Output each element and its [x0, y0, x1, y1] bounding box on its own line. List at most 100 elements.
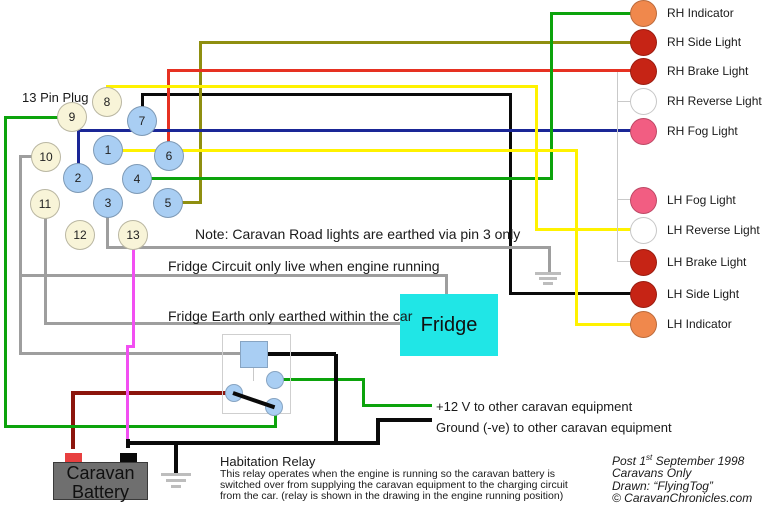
wire-pin6-to-rh-brake: [167, 69, 634, 72]
plug-pin-3: 3: [93, 188, 123, 218]
lamp-label-lh-brake-light: LH Brake Light: [667, 255, 747, 269]
wire-pin2-up: [77, 129, 80, 179]
lamp-label-rh-brake-light: RH Brake Light: [667, 64, 749, 78]
battery-label-line1: Caravan: [66, 463, 135, 483]
wire-relay-contact-up: [274, 406, 277, 428]
plug-pin-8: 8: [92, 87, 122, 117]
caravan-battery: Caravan Battery: [53, 462, 148, 502]
lamp-lh-fog-light: [630, 187, 657, 214]
credits-date: Post 1st September 1998: [612, 453, 745, 468]
wire-pin5-to-rh-side: [199, 41, 634, 44]
wire-pin11-down: [44, 204, 47, 325]
wire-battery-positive-up: [71, 391, 75, 449]
relay-desc-line2: switched over from supplying the caravan…: [220, 479, 568, 491]
wire-pin13-down2: [126, 345, 129, 445]
wire-pin7-black-to-lh-side: [509, 292, 634, 295]
wire-pin8-down: [535, 85, 538, 231]
wire-pin10-down: [19, 155, 22, 355]
plug-pin-10: 10: [31, 142, 61, 172]
wire-pin4-run: [137, 177, 553, 180]
lamp-rh-reverse-light: [630, 88, 657, 115]
plug-pin-2: 2: [63, 163, 93, 193]
wire-pin13-jog: [126, 345, 135, 348]
habitation-relay-title: Habitation Relay: [220, 454, 316, 469]
relay-internal-link: [253, 368, 254, 381]
note-fridge-circuit: Fridge Circuit only live when engine run…: [168, 258, 440, 274]
wire-pin3-earth-down: [106, 204, 109, 249]
battery-positive-terminal: [65, 453, 82, 463]
relay-desc-line1: This relay operates when the engine is r…: [220, 468, 556, 480]
wire-pin7-black-down: [509, 93, 512, 295]
note-fridge-earth: Fridge Earth only earthed within the car: [168, 308, 413, 324]
lamp-lh-brake-light: [630, 249, 657, 276]
plug-pin-4: 4: [122, 164, 152, 194]
plug-pin-6: 6: [154, 141, 184, 171]
wire-fridge-circuit: [19, 274, 448, 277]
battery-negative-terminal: [120, 453, 137, 463]
lamp-rh-indicator: [630, 0, 657, 27]
wire-pin3-earth-run: [106, 246, 550, 249]
wire-pin3-earth-drop: [548, 246, 551, 274]
wire-pin4-to-rh-indicator: [550, 12, 634, 15]
label-ground-output: Ground (-ve) to other caravan equipment: [436, 420, 672, 435]
lamp-label-rh-reverse-light: RH Reverse Light: [667, 94, 762, 108]
wire-pin13-down: [132, 235, 135, 348]
wire-pin5-up: [199, 41, 202, 204]
earth-symbol-battery-line3: [171, 485, 181, 488]
lamp-rh-fog-light: [630, 118, 657, 145]
wire-plus12-lead: [362, 404, 432, 407]
habitation-relay-desc: This relay operates when the engine is r…: [220, 469, 568, 502]
earth-symbol-battery-line2: [166, 479, 186, 482]
wire-pin9-run: [4, 425, 277, 428]
label-plus12-output: +12 V to other caravan equipment: [436, 399, 633, 414]
wire-ground-out-lead: [376, 418, 432, 422]
credits-caravans-only: Caravans Only: [612, 466, 692, 481]
wire-pin6-up: [167, 69, 170, 157]
wire-pin2-to-rh-fog: [77, 129, 634, 132]
plug-pin-12: 12: [65, 220, 95, 250]
lamp-lh-side-light: [630, 281, 657, 308]
lamp-label-lh-reverse-light: LH Reverse Light: [667, 223, 760, 237]
earth-symbol-pin3-line2: [539, 277, 557, 280]
wire-pin9-down: [4, 116, 7, 428]
battery-label-line2: Battery: [71, 482, 130, 502]
lamp-label-lh-fog-light: LH Fog Light: [667, 193, 736, 207]
credits-drawn-by: Drawn: “FlyingTog”: [612, 478, 713, 493]
wire-pin5-stub: [168, 201, 202, 204]
wire-fridge-earth: [44, 322, 403, 325]
wire-fridge-circuit-drop: [445, 274, 448, 296]
plug-pin-7: 7: [127, 106, 157, 136]
credits-copyright: © CaravanChronicles.com: [612, 490, 753, 505]
lamp-rh-side-light: [630, 29, 657, 56]
wire-ground-out-up: [376, 418, 380, 445]
wire-relay-ground-up: [334, 354, 338, 445]
wire-relay-out: [280, 378, 365, 381]
plug-pin-5: 5: [153, 188, 183, 218]
wire-battery-positive-run: [71, 391, 231, 395]
lamp-label-rh-indicator: RH Indicator: [667, 6, 734, 20]
plug-pin-9: 9: [57, 102, 87, 132]
lamp-lh-indicator: [630, 311, 657, 338]
wire-pin1-run: [108, 149, 578, 152]
relay-desc-line3: from the car. (relay is shown in the dra…: [220, 490, 564, 502]
relay-coil: [240, 341, 268, 368]
wire-pin9-stub: [4, 116, 73, 119]
plug-pin-1: 1: [93, 135, 123, 165]
plug-title: 13 Pin Plug: [22, 90, 89, 105]
wire-relay-coil-out: [268, 352, 336, 356]
wire-pin7-black-top: [141, 93, 512, 96]
wire-pin8-run: [106, 85, 538, 88]
lamp-lh-reverse-light: [630, 217, 657, 244]
wire-pin8-to-lh-reverse: [535, 228, 633, 231]
fridge-label: Fridge: [420, 313, 478, 336]
wire-lamp-link-vertical: [617, 72, 618, 262]
wire-earth-drop: [174, 441, 178, 473]
plug-pin-11: 11: [30, 189, 60, 219]
wire-pin1-to-lh-indicator: [575, 323, 634, 326]
wire-pin4-up: [550, 12, 553, 180]
fridge-box: Fridge: [400, 294, 498, 356]
credits-block: Post 1st September 1998 Caravans Only Dr…: [612, 452, 752, 504]
earth-symbol-battery-line1: [161, 473, 191, 476]
earth-symbol-pin3-line3: [543, 282, 553, 285]
